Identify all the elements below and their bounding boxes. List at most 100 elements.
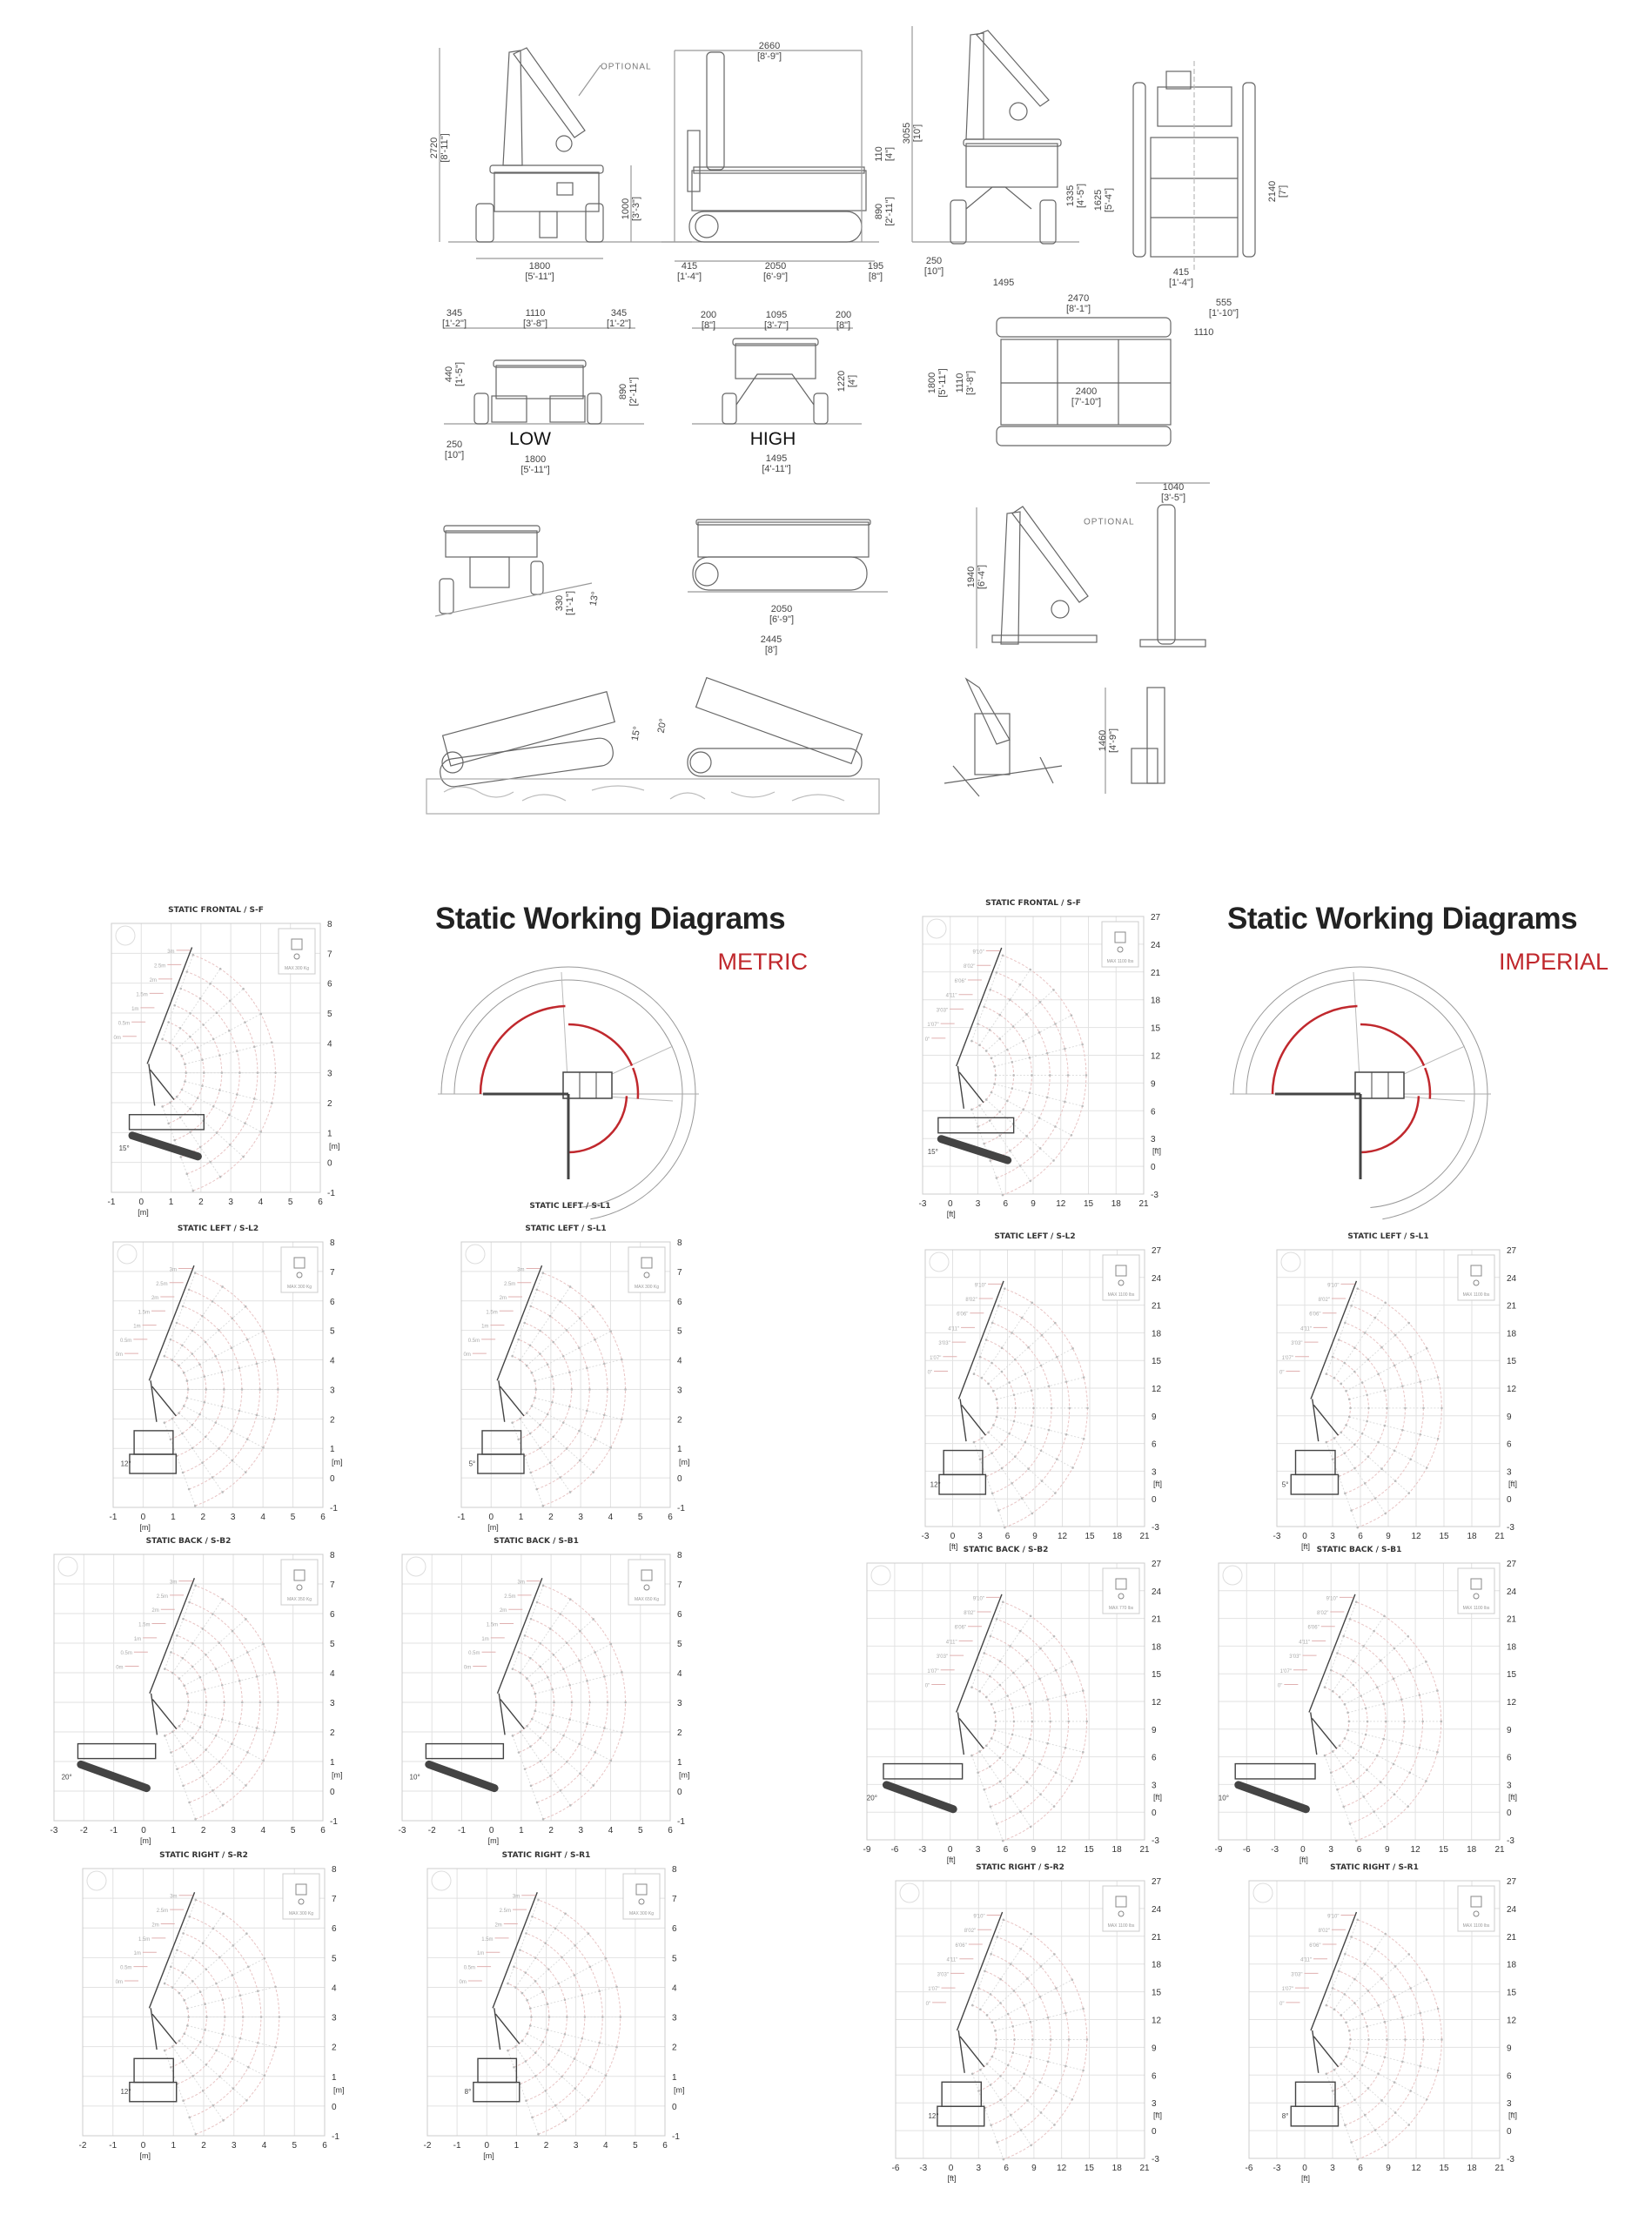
boom-extension-label: 2.5m: [156, 1282, 167, 1287]
load-point: [185, 1172, 189, 1176]
load-point: [1031, 1074, 1033, 1077]
dimension-imperial: [8'-1"]: [1065, 304, 1091, 314]
working-envelope: [507, 1898, 622, 2136]
x-tick-label: 4: [262, 2141, 267, 2151]
x-tick-label: 15: [1084, 1199, 1094, 1209]
x-tick-label: 21: [1139, 1532, 1150, 1541]
radial-line: [1349, 2048, 1439, 2071]
load-point: [998, 1037, 1001, 1040]
load-point: [1013, 1358, 1017, 1361]
load-point: [191, 1980, 194, 1983]
radial-line: [985, 990, 1054, 1051]
boom-extension-label: 0": [925, 1683, 930, 1688]
load-point: [530, 1405, 534, 1407]
load-point: [1054, 1771, 1058, 1774]
chart-badge-icon: [117, 1244, 138, 1265]
load-point: [163, 1982, 166, 1985]
y-unit-label: [m]: [332, 1458, 343, 1466]
reach-arc: [524, 1322, 573, 1457]
load-point: [1380, 1346, 1383, 1349]
load-point: [1343, 1737, 1346, 1740]
load-point: [212, 1613, 214, 1615]
boom-extension-label: 0": [926, 2002, 930, 2007]
chart-title: STATIC RIGHT / S-R1: [1330, 1863, 1419, 1872]
load-point: [1366, 1671, 1368, 1674]
load-point: [1085, 1720, 1088, 1723]
load-point: [546, 1363, 549, 1366]
y-tick-label: 3: [330, 1386, 335, 1395]
load-point: [1346, 1711, 1349, 1715]
load-point: [1071, 1780, 1073, 1782]
boom-line: [1310, 1911, 1358, 2031]
load-point: [578, 1459, 581, 1462]
load-point: [238, 1722, 241, 1725]
load-point: [178, 1364, 180, 1367]
hook-icon: [1118, 1593, 1125, 1600]
load-point: [1386, 1406, 1388, 1410]
load-point: [588, 1388, 591, 1391]
load-point: [262, 1446, 265, 1449]
y-tick-label: 3: [672, 2014, 677, 2023]
load-point: [1349, 1406, 1352, 1410]
load-point: [1011, 1707, 1014, 1710]
load-point: [1401, 2060, 1404, 2064]
load-point: [586, 1722, 588, 1725]
dimension-label: 345[1'-2"]: [442, 308, 467, 329]
load-point: [238, 1071, 241, 1074]
load-point: [1031, 1301, 1034, 1305]
load-point: [1331, 1458, 1334, 1461]
load-point: [1040, 1480, 1044, 1482]
dimension-label: 2050[6'-9"]: [763, 261, 788, 282]
load-point: [991, 1321, 994, 1325]
max-load-box: [1457, 1885, 1495, 1932]
plot-frame: [401, 1554, 671, 1822]
y-tick-label: 12: [1152, 1385, 1162, 1394]
load-point: [1049, 1720, 1052, 1723]
load-point: [528, 1432, 532, 1435]
x-tick-label: 5: [288, 1198, 293, 1207]
load-point: [1038, 1762, 1041, 1766]
chassis: [133, 1430, 174, 1455]
x-tick-label: 0: [141, 1826, 146, 1835]
load-point: [586, 1366, 588, 1370]
load-point: [531, 1915, 534, 1918]
load-point: [241, 1701, 244, 1704]
load-point: [191, 1189, 195, 1192]
dimension-imperial: [4'-11"]: [762, 464, 791, 474]
load-point: [1038, 1996, 1042, 1998]
load-point: [253, 1097, 256, 1100]
plot-frame: [1218, 1562, 1501, 1841]
reach-arc: [532, 1916, 603, 2118]
chart-title: STATIC LEFT / S-L2: [177, 1225, 259, 1233]
tilt-angle-label: 5°: [469, 1460, 476, 1468]
load-point: [1344, 1952, 1346, 1956]
reach-arc: [972, 2004, 997, 2075]
load-point: [990, 1952, 992, 1956]
y-tick-label: -3: [1152, 2155, 1159, 2164]
load-point: [619, 2016, 622, 2018]
load-point: [995, 1822, 998, 1825]
load-point: [1380, 1977, 1383, 1980]
working-envelope: [511, 1584, 627, 1821]
y-tick-label: 3: [1152, 1467, 1157, 1477]
load-point: [546, 2003, 549, 2006]
radial-line: [178, 1305, 246, 1366]
y-tick-label: 3: [1151, 1135, 1156, 1144]
load-point: [525, 1364, 528, 1367]
x-unit-label: [m]: [483, 2151, 494, 2160]
load-point: [525, 2099, 527, 2103]
load-point: [977, 1771, 979, 1775]
radial-line: [171, 1731, 224, 1806]
reach-arc: [1343, 1635, 1405, 1808]
x-tick-label: 2: [544, 2141, 549, 2151]
y-tick-label: 5: [327, 1010, 332, 1019]
load-zone-arc: [1360, 1096, 1420, 1154]
load-point: [511, 1668, 514, 1670]
load-point: [547, 2016, 551, 2018]
load-point: [539, 1352, 541, 1355]
chart-title: STATIC FRONTAL / S-F: [168, 906, 264, 915]
boom-extension-label: 1.5m: [136, 992, 147, 997]
load-point: [1350, 2141, 1353, 2144]
chart-badge-icon: [86, 1870, 107, 1891]
max-load-box: [1457, 1567, 1495, 1614]
